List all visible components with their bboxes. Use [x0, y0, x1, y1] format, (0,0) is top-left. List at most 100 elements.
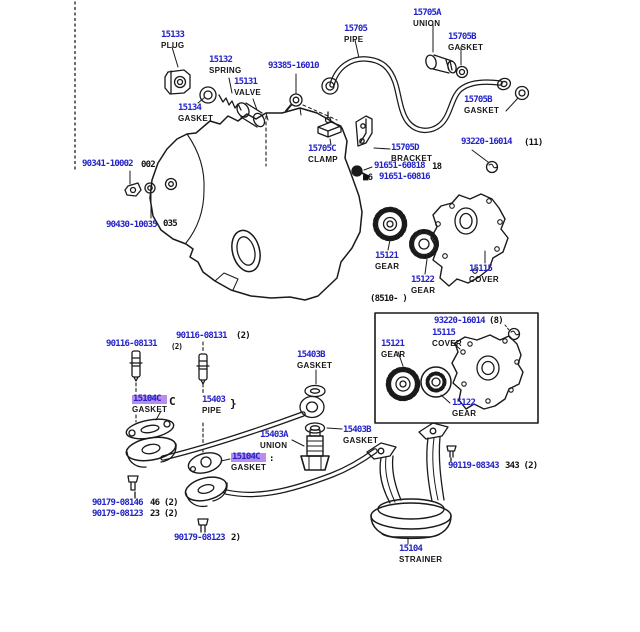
- part-label-90119-08343[interactable]: 90119-08343: [448, 462, 500, 471]
- part-number: 15403B: [343, 425, 372, 435]
- part-number: 15133: [161, 30, 185, 40]
- part-number: 15403B: [297, 350, 326, 360]
- note-brace: }: [230, 397, 237, 410]
- part-number: 15705C: [308, 144, 337, 154]
- part-name: GEAR: [452, 409, 477, 418]
- part-name: CLAMP: [308, 155, 338, 164]
- part-name: PIPE: [202, 406, 222, 415]
- part-label-90179-08123-2[interactable]: 90179-08123: [174, 533, 226, 543]
- part-number: 15705B: [448, 32, 477, 42]
- part-number: 91651-60818: [374, 161, 426, 171]
- part-name: GASKET: [448, 43, 484, 52]
- note-46-2: 46 (2): [150, 498, 179, 508]
- note-quantity-11: (11): [524, 138, 543, 148]
- part-number: 15132: [209, 55, 233, 65]
- part-number: 15122: [452, 398, 476, 408]
- part-name: GEAR: [411, 286, 436, 295]
- part-number: 15121: [375, 251, 399, 261]
- part-number: 91651-60816: [379, 172, 431, 182]
- note-quantity-2a: (2): [171, 342, 183, 351]
- note-quantity-8: (8): [489, 316, 504, 326]
- part-name: GASKET: [343, 436, 379, 445]
- part-number-highlighted: 15104C: [132, 395, 168, 404]
- part-number: 15115: [432, 328, 456, 338]
- part-label-91651-60818[interactable]: 91651-60818: [374, 161, 426, 171]
- part-number: 90179-08146: [92, 498, 144, 508]
- part-number-highlighted: 15104C: [231, 453, 267, 462]
- part-number: 15122: [411, 275, 435, 285]
- note-002: 002: [141, 160, 156, 170]
- part-label-90116-08131[interactable]: 90116-08131: [106, 340, 158, 349]
- note-C: C: [169, 395, 176, 408]
- part-name: SPRING: [209, 66, 242, 75]
- part-name: PLUG: [161, 41, 185, 50]
- note-colon: :: [269, 454, 274, 464]
- part-label-93385-16010[interactable]: 93385-16010: [268, 62, 320, 71]
- part-name: GEAR: [375, 262, 400, 271]
- note-343-2: 343 (2): [505, 461, 538, 471]
- part-name: STRAINER: [399, 555, 443, 564]
- part-number: 93220-16014: [434, 316, 486, 326]
- inset-box: [374, 312, 539, 424]
- part-label-90179-08123[interactable]: 90179-08123: [92, 509, 144, 519]
- part-number: 90179-08123: [174, 533, 226, 543]
- note-23-2: 23 (2): [150, 509, 179, 519]
- part-label-90341-10002[interactable]: 90341-10002: [82, 159, 134, 169]
- note-quantity-2b: (2): [236, 331, 251, 341]
- part-number: 15134: [178, 103, 202, 113]
- part-label-90179-08146[interactable]: 90179-08146: [92, 498, 144, 508]
- part-number: 15705: [344, 24, 368, 34]
- part-number: 15121: [381, 339, 405, 349]
- note-2c: 2): [231, 533, 241, 543]
- part-name: VALVE: [234, 88, 261, 97]
- part-number: 90179-08123: [92, 509, 144, 519]
- part-name: GASKET: [231, 463, 267, 472]
- part-name: UNION: [260, 441, 288, 450]
- part-number: 15705A: [413, 8, 442, 18]
- part-number: 90430-10035: [106, 220, 158, 230]
- part-number: 90341-10002: [82, 159, 134, 169]
- part-number: 15705B: [464, 95, 493, 105]
- part-name: BRACKET: [391, 154, 433, 163]
- part-label-93220-16014[interactable]: 93220-16014: [461, 137, 513, 147]
- part-number: 15403A: [260, 430, 289, 440]
- part-name: GASKET: [464, 106, 500, 115]
- part-label-90430-10035[interactable]: 90430-10035: [106, 220, 158, 230]
- part-label-93220-16014-inset[interactable]: 93220-16014: [434, 316, 486, 326]
- part-number: 93220-16014: [461, 137, 513, 147]
- note-035: 035: [163, 219, 178, 229]
- part-label-91651-60816[interactable]: 91651-60816: [379, 172, 431, 182]
- part-label-90116-08131-2[interactable]: 90116-08131: [176, 332, 228, 341]
- part-name: COVER: [432, 339, 462, 348]
- part-number: 15403: [202, 395, 226, 405]
- part-number: 15115: [469, 264, 493, 274]
- note-model-range-8510: (8510- ): [370, 294, 408, 304]
- part-name: GASKET: [132, 405, 168, 414]
- note-18: 18: [432, 162, 442, 172]
- note-6: ■6: [363, 173, 373, 183]
